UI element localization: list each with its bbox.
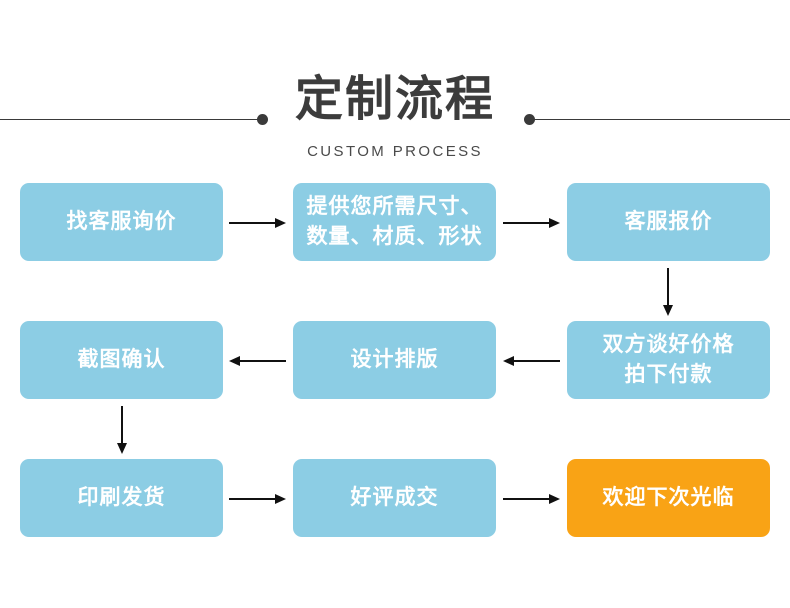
- arrow-head: [503, 356, 514, 366]
- arrow-shaft: [121, 406, 123, 443]
- rule-dot-left-icon: [257, 114, 268, 125]
- flow-node-design-layout[interactable]: 设计排版: [293, 321, 496, 399]
- flow-node-print-ship[interactable]: 印刷发货: [20, 459, 223, 537]
- arrow-shaft: [240, 360, 286, 362]
- arrow-shaft: [667, 268, 669, 305]
- flow-node-find-service[interactable]: 找客服询价: [20, 183, 223, 261]
- page-subtitle: CUSTOM PROCESS: [307, 143, 483, 160]
- flow-node-label: 找客服询价: [66, 210, 177, 233]
- flow-node-agree-price-pay[interactable]: 双方谈好价格 拍下付款: [567, 321, 770, 399]
- flow-node-label: 好评成交: [350, 486, 439, 509]
- flow-node-good-review-deal[interactable]: 好评成交: [293, 459, 496, 537]
- page-header: 定制流程 CUSTOM PROCESS: [0, 30, 790, 160]
- arrow-head: [549, 218, 560, 228]
- flow-node-welcome-again[interactable]: 欢迎下次光临: [567, 459, 770, 537]
- header-rule-right: [529, 119, 790, 120]
- arrow-shaft: [503, 498, 549, 500]
- flow-node-provide-specs[interactable]: 提供您所需尺寸、 数量、材质、形状: [293, 183, 496, 261]
- flow-node-service-quote[interactable]: 客服报价: [567, 183, 770, 261]
- arrow-head: [549, 494, 560, 504]
- arrow-shaft: [229, 498, 275, 500]
- flow-node-label: 客服报价: [624, 210, 713, 233]
- arrow-head: [229, 356, 240, 366]
- flow-node-screenshot-confirm[interactable]: 截图确认: [20, 321, 223, 399]
- arrow-shaft: [514, 360, 560, 362]
- arrow-shaft: [229, 222, 275, 224]
- flow-node-label: 欢迎下次光临: [602, 486, 735, 509]
- flow-node-label: 提供您所需尺寸、 数量、材质、形状: [306, 195, 483, 248]
- flow-node-label: 印刷发货: [77, 486, 166, 509]
- flow-node-label: 设计排版: [350, 348, 439, 371]
- flow-node-label: 双方谈好价格 拍下付款: [602, 333, 735, 386]
- page-title: 定制流程: [294, 73, 495, 126]
- rule-dot-right-icon: [524, 114, 535, 125]
- flow-node-label: 截图确认: [77, 348, 166, 371]
- header-rule-left: [0, 119, 262, 120]
- arrow-head: [275, 218, 286, 228]
- arrow-head: [117, 443, 127, 454]
- arrow-head: [275, 494, 286, 504]
- arrow-shaft: [503, 222, 549, 224]
- arrow-head: [663, 305, 673, 316]
